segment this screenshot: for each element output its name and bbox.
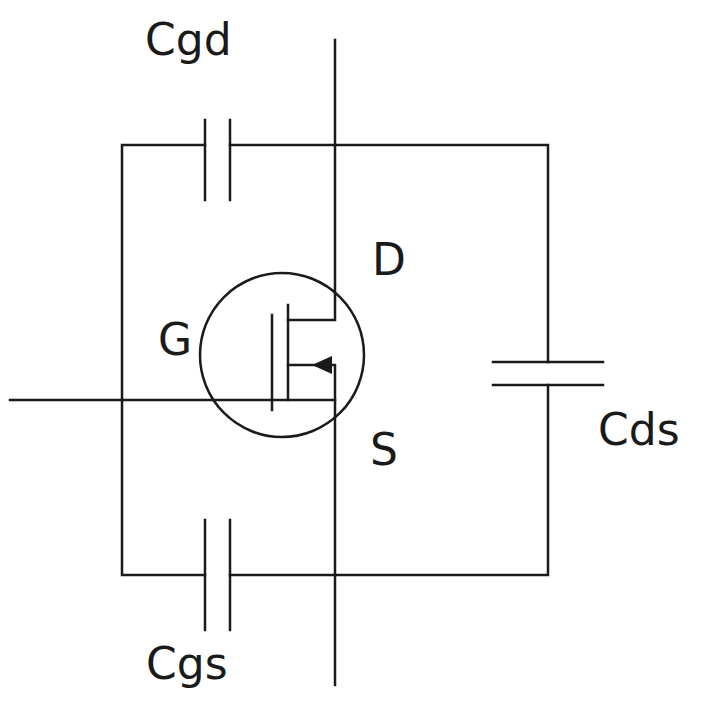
capacitor-plate (204, 520, 207, 630)
capacitor-label: Cds (598, 408, 680, 452)
transistor-body (200, 273, 364, 437)
channel (287, 305, 290, 400)
gate-plate (271, 315, 274, 410)
source-lead (288, 365, 335, 685)
capacitor-plate (229, 120, 232, 200)
pin-label: G (158, 318, 192, 362)
capacitor-plate (229, 520, 232, 630)
wire (122, 145, 205, 575)
wire (230, 385, 548, 575)
capacitor-plate (204, 120, 207, 200)
arrowhead (312, 356, 332, 374)
capacitor-plate (493, 384, 603, 387)
pin-label: D (372, 238, 406, 282)
gate-lead (10, 399, 335, 402)
capacitor-label: Cgs (146, 642, 228, 686)
capacitor-label: Cgd (145, 18, 232, 62)
capacitor-plate (493, 361, 603, 364)
drain-lead (288, 40, 335, 320)
wire (230, 145, 548, 362)
pin-label: S (370, 428, 398, 472)
